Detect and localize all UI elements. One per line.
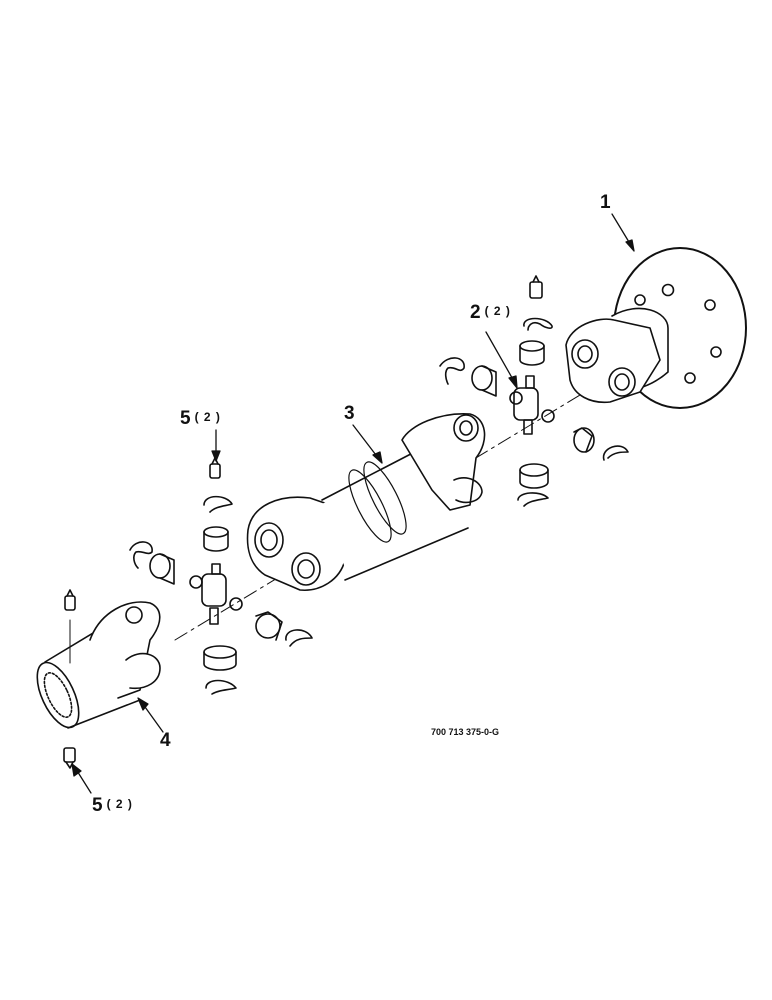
callout-5-lower-number: 5 xyxy=(92,795,103,816)
callout-4: 4 xyxy=(160,731,171,750)
callout-1-number: 1 xyxy=(600,192,611,213)
callout-3-number: 3 xyxy=(344,403,355,424)
cross-and-bearing-kit-lower xyxy=(129,457,313,695)
part-2-cross-and-bearing-kit-upper xyxy=(439,275,629,507)
drawing-number: 700 713 375-0-G xyxy=(431,727,500,737)
callout-5-upper: 5( 2 ) xyxy=(180,409,221,428)
part-3-tube-shaft xyxy=(246,413,486,591)
leader-lines xyxy=(71,213,635,794)
callout-5-upper-number: 5 xyxy=(180,408,191,429)
callout-3: 3 xyxy=(344,404,355,423)
callout-5-lower: 5( 2 ) xyxy=(92,796,133,815)
part-4-slip-yoke xyxy=(36,589,161,769)
callout-2-quantity: ( 2 ) xyxy=(484,304,511,318)
callout-1: 1 xyxy=(600,193,611,212)
part-1-flange-yoke xyxy=(565,247,747,409)
callout-5-upper-quantity: ( 2 ) xyxy=(194,410,221,424)
callout-2: 2( 2 ) xyxy=(470,303,511,322)
callout-4-number: 4 xyxy=(160,730,171,751)
callout-2-number: 2 xyxy=(470,302,481,323)
callout-5-lower-quantity: ( 2 ) xyxy=(106,797,133,811)
